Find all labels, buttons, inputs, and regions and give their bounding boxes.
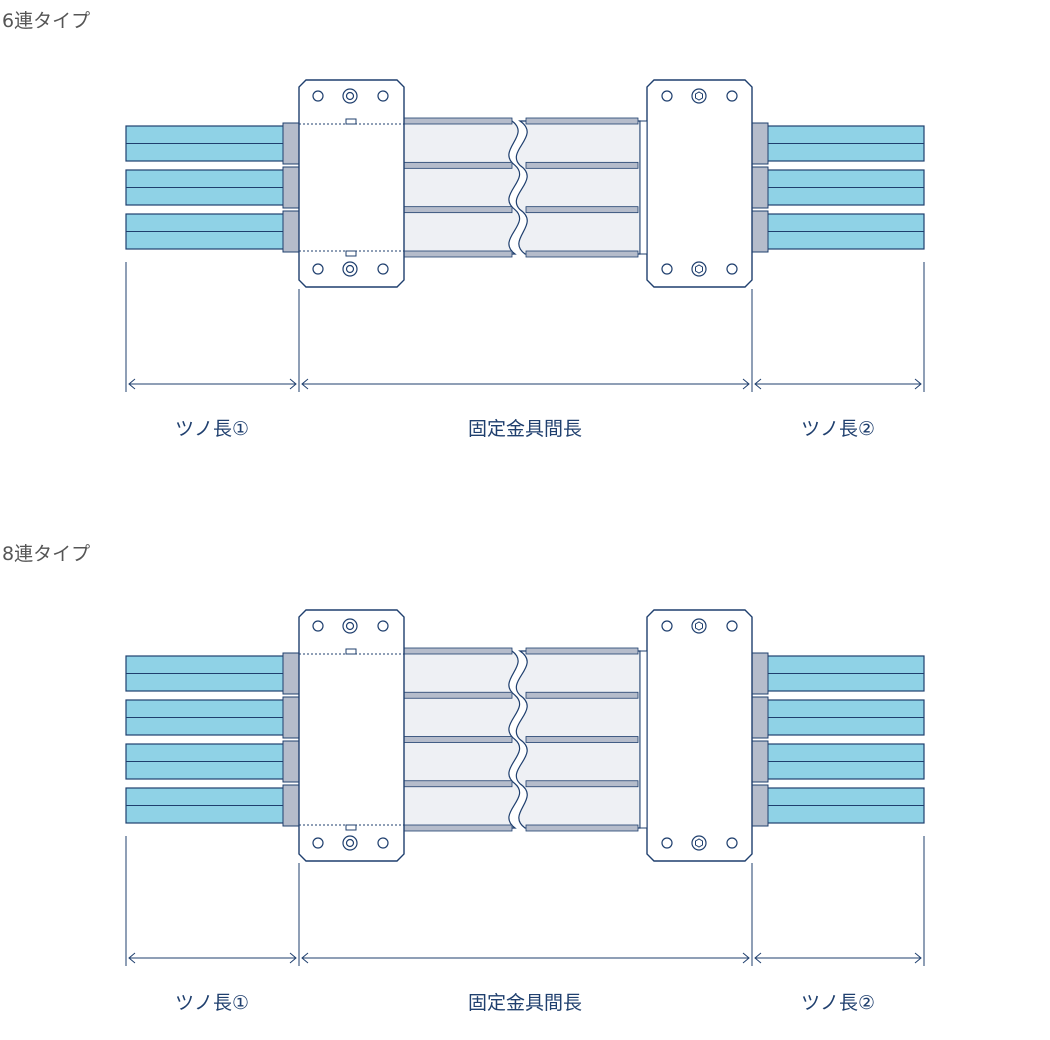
bracket-left bbox=[298, 609, 405, 862]
hex-bolt bbox=[695, 91, 703, 101]
plate-edge bbox=[639, 650, 648, 829]
arrowhead bbox=[914, 378, 922, 390]
label-kotei-kanagu: 固定金具間長 bbox=[468, 418, 582, 440]
arrowhead bbox=[754, 378, 762, 390]
rail bbox=[525, 250, 639, 258]
dimensions: ツノ長① 固定金具間長 ツノ長② bbox=[125, 836, 925, 1014]
arrowhead bbox=[754, 952, 762, 964]
rail bbox=[403, 250, 513, 258]
section-title-8: 8連タイプ bbox=[2, 543, 91, 565]
arm-collar-right bbox=[751, 740, 769, 783]
arrowhead bbox=[128, 378, 136, 390]
bolt-hole bbox=[377, 263, 389, 275]
rail bbox=[525, 117, 639, 125]
arm-collar-right bbox=[751, 122, 769, 165]
hex-bolt bbox=[695, 621, 703, 631]
arrowhead bbox=[301, 952, 309, 964]
rail bbox=[525, 647, 639, 655]
diagram-8-ren: ツノ長① 固定金具間長 ツノ長② bbox=[125, 609, 925, 1014]
arrowhead bbox=[742, 378, 750, 390]
arm-collar-left bbox=[282, 652, 300, 695]
body-left bbox=[399, 120, 521, 255]
rail bbox=[403, 780, 513, 788]
arm-collar-right bbox=[751, 166, 769, 209]
dimensions: ツノ長① 固定金具間長 ツノ長② bbox=[125, 262, 925, 440]
rail bbox=[525, 736, 639, 743]
arm-collar-left bbox=[282, 166, 300, 209]
rail bbox=[525, 161, 639, 169]
arm-collar-left bbox=[282, 784, 300, 827]
bolt-hole bbox=[661, 90, 673, 102]
label-kotei-kanagu: 固定金具間長 bbox=[468, 992, 582, 1014]
notch bbox=[345, 250, 357, 257]
bolt-hole bbox=[661, 837, 673, 849]
arm-collar-left bbox=[282, 696, 300, 739]
bolt-hole bbox=[312, 90, 324, 102]
arm-collar-right bbox=[751, 210, 769, 253]
unit bbox=[125, 79, 925, 288]
label-tsuno-1: ツノ長① bbox=[175, 992, 249, 1014]
bolt-hole-inner bbox=[345, 621, 355, 631]
bolt-hole bbox=[726, 620, 738, 632]
arrowhead bbox=[742, 952, 750, 964]
arrowhead bbox=[289, 378, 297, 390]
rail bbox=[525, 780, 639, 788]
label-tsuno-2: ツノ長② bbox=[801, 992, 875, 1014]
bolt-hole bbox=[661, 263, 673, 275]
arrowhead bbox=[289, 952, 297, 964]
bracket-right bbox=[646, 609, 753, 862]
rail bbox=[403, 117, 513, 125]
rail bbox=[403, 161, 513, 169]
label-tsuno-1: ツノ長① bbox=[175, 418, 249, 440]
hex-bolt bbox=[695, 838, 703, 848]
bolt-hole bbox=[377, 620, 389, 632]
rail bbox=[403, 824, 513, 832]
arm-collar-right bbox=[751, 652, 769, 695]
plate-edge bbox=[639, 120, 648, 255]
body-right bbox=[515, 120, 641, 255]
notch bbox=[345, 824, 357, 831]
rail bbox=[403, 206, 513, 214]
arm-collar-right bbox=[751, 784, 769, 827]
label-tsuno-2: ツノ長② bbox=[801, 418, 875, 440]
bolt-hole bbox=[377, 837, 389, 849]
bolt-hole bbox=[726, 837, 738, 849]
rail bbox=[525, 824, 639, 832]
notch bbox=[345, 648, 357, 655]
arrowhead bbox=[301, 378, 309, 390]
bolt-hole bbox=[726, 90, 738, 102]
rail bbox=[525, 206, 639, 214]
rail bbox=[403, 647, 513, 655]
section-title-6: 6連タイプ bbox=[2, 10, 91, 32]
rail bbox=[525, 691, 639, 699]
arm-collar-left bbox=[282, 210, 300, 253]
hex-bolt bbox=[695, 264, 703, 274]
bolt-hole-inner bbox=[345, 91, 355, 101]
rail bbox=[403, 691, 513, 699]
diagram-6-ren: ツノ長① 固定金具間長 ツノ長② bbox=[125, 79, 925, 440]
bolt-hole-inner bbox=[345, 838, 355, 848]
bolt-hole bbox=[312, 620, 324, 632]
bracket-left bbox=[298, 79, 405, 288]
bolt-hole-inner bbox=[345, 264, 355, 274]
unit bbox=[125, 609, 925, 862]
bolt-hole bbox=[312, 263, 324, 275]
notch bbox=[345, 118, 357, 125]
arm-collar-left bbox=[282, 122, 300, 165]
bolt-hole bbox=[726, 263, 738, 275]
rail bbox=[403, 736, 513, 743]
bracket-right bbox=[646, 79, 753, 288]
arrowhead bbox=[914, 952, 922, 964]
arm-collar-right bbox=[751, 696, 769, 739]
bolt-hole bbox=[661, 620, 673, 632]
arm-collar-left bbox=[282, 740, 300, 783]
arrowhead bbox=[128, 952, 136, 964]
bolt-hole bbox=[377, 90, 389, 102]
bolt-hole bbox=[312, 837, 324, 849]
